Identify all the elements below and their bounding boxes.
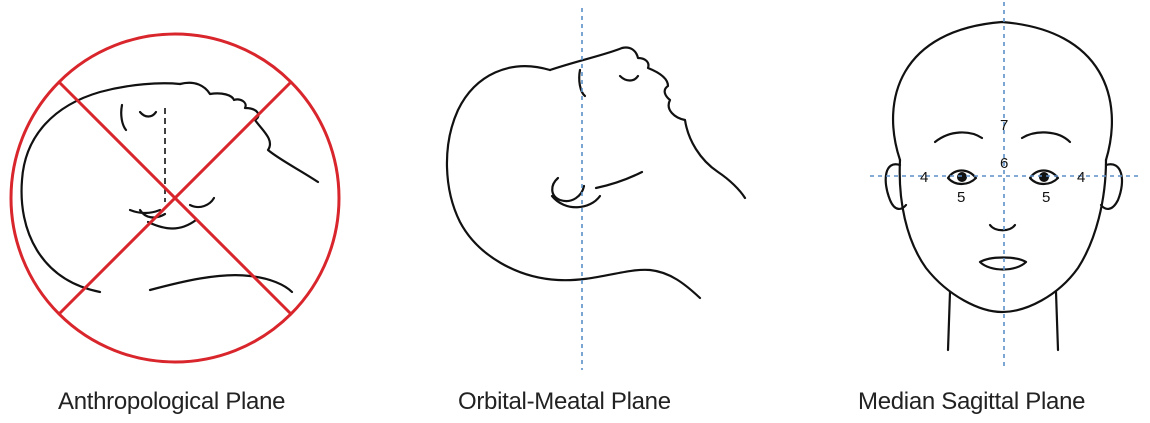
label-right-canthus: 4	[1077, 169, 1085, 186]
right-eyebrow	[1022, 132, 1070, 142]
label-nasion: 6	[1000, 155, 1008, 172]
skull-outline	[893, 22, 1112, 160]
anthropological-illustration	[0, 0, 360, 380]
label-left-cheek: 5	[957, 189, 965, 206]
left-pupil	[957, 172, 967, 182]
label-forehead: 7	[1000, 117, 1008, 134]
orbital-meatal-illustration	[400, 0, 760, 380]
right-pupil	[1039, 172, 1049, 182]
label-left-canthus: 4	[920, 169, 928, 186]
caption-median-sagittal: Median Sagittal Plane	[858, 388, 1085, 416]
caption-orbital-meatal: Orbital-Meatal Plane	[458, 388, 671, 416]
mouth	[980, 258, 1026, 270]
head-profile-tilted	[22, 83, 318, 292]
nose	[990, 225, 1015, 230]
panel-orbital-meatal: Orbital-Meatal Plane	[400, 0, 760, 423]
panel-median-sagittal: 7 6 4 4 5 5 Median Sagittal Plane	[830, 0, 1150, 423]
left-ear	[886, 164, 906, 209]
caption-anthropological: Anthropological Plane	[58, 388, 285, 416]
face-landmark-labels: 7 6 4 4 5 5	[920, 117, 1085, 206]
face-outline	[900, 160, 1106, 312]
median-sagittal-illustration: 7 6 4 4 5 5	[830, 0, 1150, 380]
label-right-cheek: 5	[1042, 189, 1050, 206]
left-eyebrow	[935, 132, 982, 142]
head-profile-upright	[447, 47, 745, 298]
panel-anthropological: Anthropological Plane	[0, 0, 360, 423]
